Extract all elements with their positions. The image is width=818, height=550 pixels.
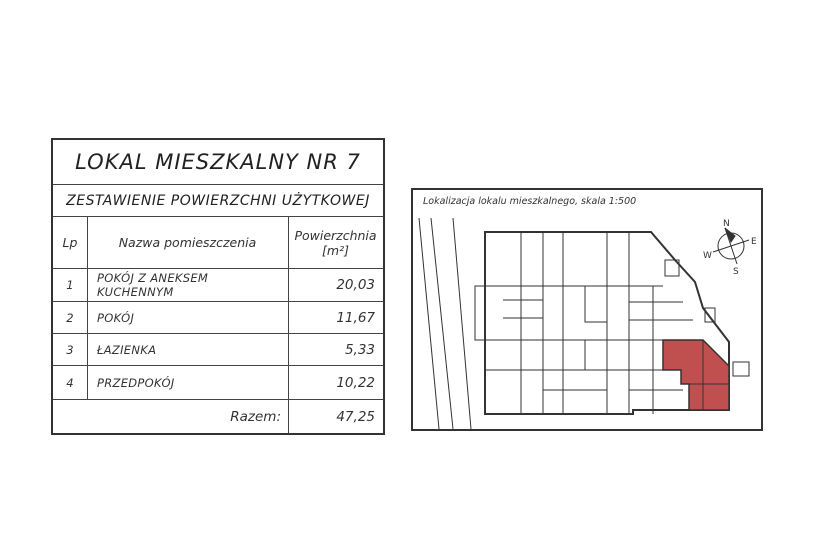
stair-block	[562, 339, 586, 371]
table-title-row: LOKAL MIESZKALNY NR 7	[53, 140, 383, 185]
table-row: 2 POKÓJ 11,67	[53, 302, 383, 334]
row-area: 20,03	[336, 277, 375, 293]
table-row: 4 PRZEDPOKÓJ 10,22	[53, 366, 383, 400]
map-caption: Lokalizacja lokalu mieszkalnego, skala 1…	[423, 196, 637, 207]
compass-south: S	[733, 267, 739, 277]
total-label: Razem:	[230, 408, 281, 425]
balcony	[732, 361, 750, 377]
table-title: LOKAL MIESZKALNY NR 7	[75, 150, 361, 174]
table-row: 1 POKÓJ Z ANEKSEM KUCHENNYM 20,03	[53, 269, 383, 302]
row-area: 10,22	[336, 374, 375, 391]
row-area: 11,67	[336, 309, 375, 326]
header-lp: Lp	[62, 235, 78, 250]
table-row: 3 ŁAZIENKA 5,33	[53, 334, 383, 366]
row-lp: 4	[66, 375, 74, 390]
column-divider	[288, 217, 289, 433]
row-lp: 2	[66, 310, 74, 325]
table-subtitle-row: ZESTAWIENIE POWIERZCHNI UŻYTKOWEJ	[53, 185, 383, 217]
header-area-label: Powierzchnia	[294, 227, 377, 243]
highlighted-apartment	[662, 339, 730, 411]
compass-east: E	[751, 237, 757, 247]
location-map: Lokalizacja lokalu mieszkalnego, skala 1…	[411, 188, 763, 431]
table-header-row: Lp Nazwa pomieszczenia Powierzchnia [m²]	[53, 217, 383, 269]
floor-plan-drawing: N E S W	[418, 217, 757, 429]
table-subtitle: ZESTAWIENIE POWIERZCHNI UŻYTKOWEJ	[66, 192, 370, 209]
street-line	[452, 217, 472, 429]
room-area-table: LOKAL MIESZKALNY NR 7 ZESTAWIENIE POWIER…	[51, 138, 385, 435]
header-area: Powierzchnia [m²]	[288, 217, 383, 268]
balcony	[474, 285, 486, 341]
balcony	[704, 307, 716, 323]
total-value: 47,25	[336, 408, 375, 425]
street-line	[430, 217, 454, 429]
table-total-row: Razem: 47,25	[53, 400, 383, 433]
row-room-name: PRZEDPOKÓJ	[97, 375, 175, 390]
row-lp: 1	[66, 278, 74, 292]
column-divider	[87, 217, 88, 400]
stair-block	[584, 285, 608, 323]
compass-north: N	[723, 219, 730, 229]
header-area-unit: [m²]	[322, 242, 349, 258]
balcony	[664, 259, 680, 277]
compass-west: W	[703, 251, 712, 261]
compass-rose-icon	[712, 227, 750, 265]
row-room-name: ŁAZIENKA	[97, 342, 157, 357]
building-outline	[484, 231, 730, 415]
street-line	[418, 217, 440, 429]
row-area: 5,33	[344, 341, 375, 358]
header-room-name: Nazwa pomieszczenia	[118, 235, 257, 250]
row-room-name: POKÓJ	[97, 310, 135, 325]
row-room-name: POKÓJ Z ANEKSEM KUCHENNYM	[97, 271, 209, 299]
row-lp: 3	[66, 342, 74, 357]
